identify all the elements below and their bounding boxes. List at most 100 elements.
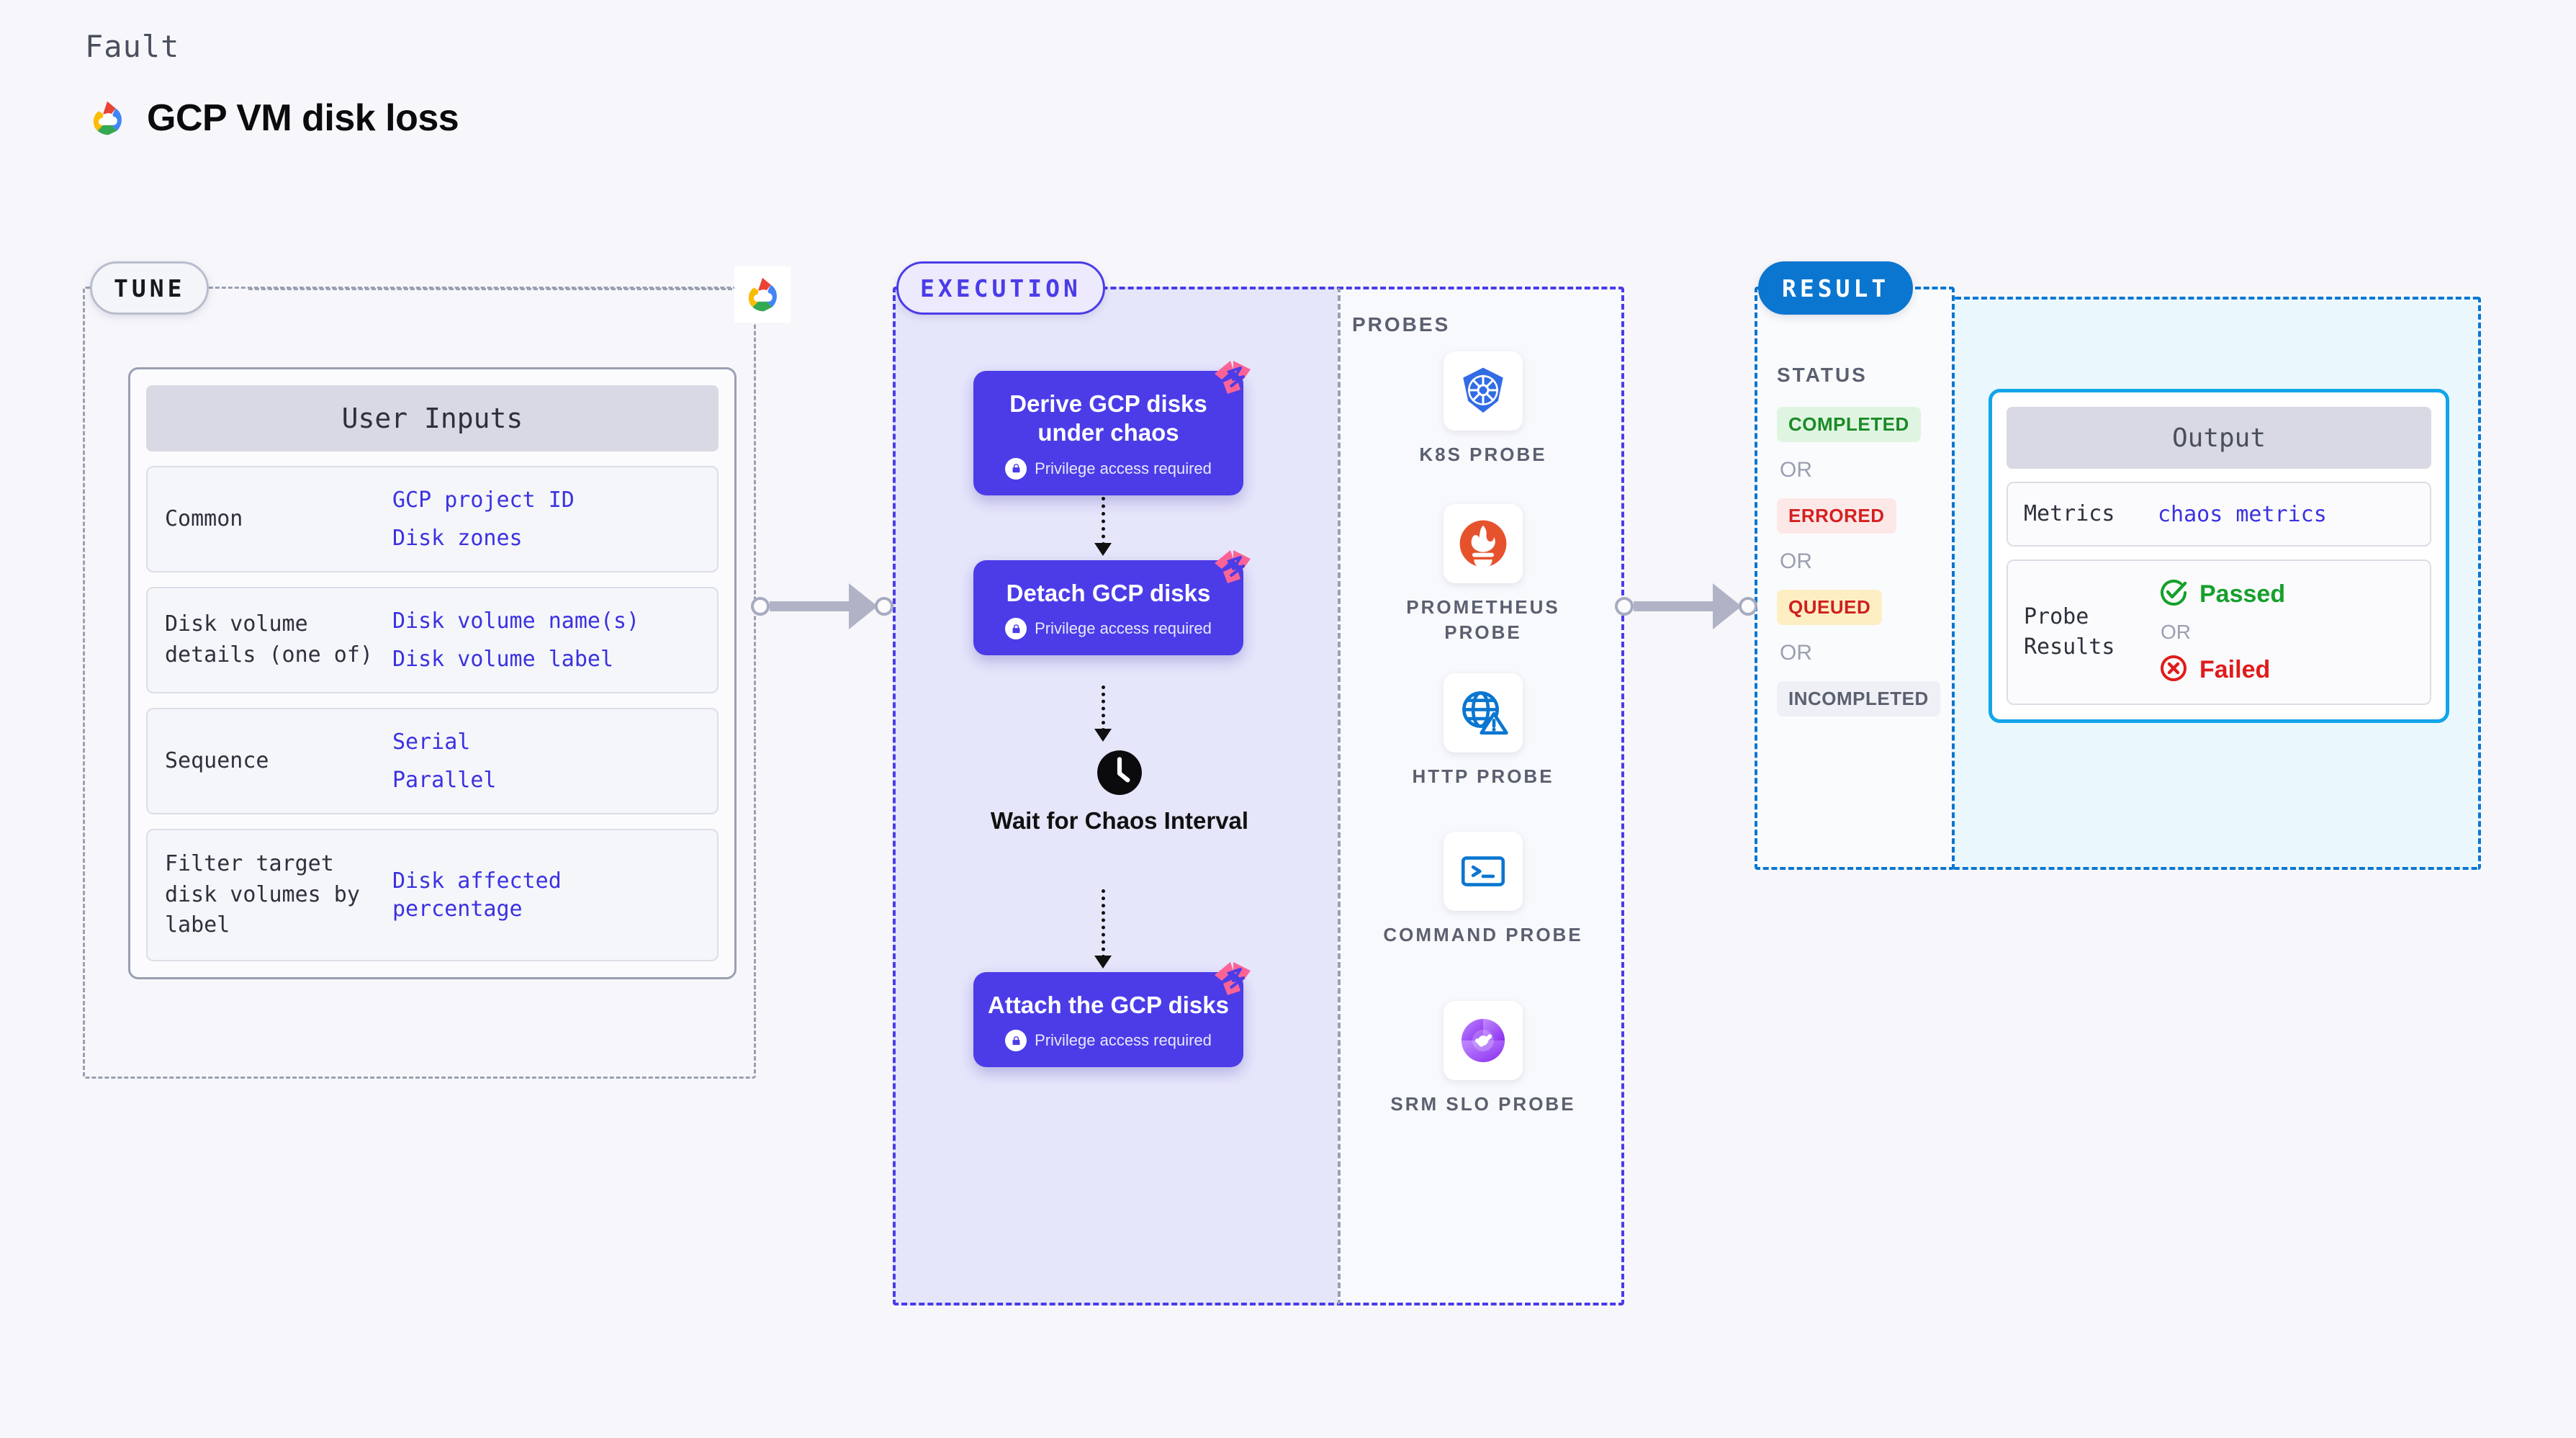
wait-for-chaos-interval-node: Wait for Chaos Interval — [986, 749, 1253, 835]
output-row-label: Probe Results — [2024, 604, 2115, 660]
probe-label: SRM SLO PROBE — [1390, 1093, 1576, 1115]
probe-result-failed: Failed — [2158, 652, 2285, 688]
execution-step-card[interactable]: Attach the GCP disks Privilege access re… — [973, 962, 1251, 1068]
input-row-label: Sequence — [165, 747, 269, 773]
tune-panel — [83, 287, 756, 1079]
privilege-label: Privilege access required — [1035, 459, 1212, 477]
input-value[interactable]: Disk volume label — [392, 647, 614, 672]
probes-title: PROBES — [1352, 313, 1451, 336]
page-header: Fault GCP VM disk loss — [85, 29, 459, 140]
privilege-label: Privilege access required — [1035, 619, 1212, 638]
probe-item-command[interactable]: COMMAND PROBE — [1375, 832, 1591, 948]
tune-dashed-connector — [248, 288, 745, 290]
execution-step-card[interactable]: Detach GCP disks Privilege access requir… — [973, 550, 1251, 656]
litmus-chaos-icon — [1212, 358, 1253, 400]
execution-flow-arrow — [1094, 497, 1112, 556]
input-row-label: Filter target disk volumes by label — [165, 851, 360, 938]
connector-end-dot — [1739, 597, 1757, 616]
check-circle-icon — [2158, 577, 2189, 612]
kubernetes-icon — [1444, 351, 1523, 431]
probe-label: HTTP PROBE — [1412, 765, 1554, 787]
prometheus-icon — [1444, 504, 1523, 583]
input-value[interactable]: Parallel — [392, 768, 497, 793]
output-card: Output Metrics chaos metrics Probe Resul… — [1989, 389, 2449, 723]
status-badge-completed: COMPLETED — [1777, 407, 1921, 442]
metrics-link[interactable]: chaos metrics — [2158, 501, 2327, 527]
input-value[interactable]: Disk affected percentage — [392, 868, 562, 922]
input-value[interactable]: Disk volume name(s) — [392, 608, 640, 634]
status-or-label: OR — [1780, 641, 1812, 665]
privilege-label: Privilege access required — [1035, 1031, 1212, 1050]
input-row-common[interactable]: Common GCP project ID Disk zones — [146, 466, 719, 572]
connector-line — [770, 601, 850, 611]
execution-step-title: Derive GCP disks under chaos — [1009, 390, 1207, 446]
page-eyebrow: Fault — [85, 29, 180, 64]
gcp-cloud-icon — [734, 266, 791, 323]
http-globe-icon — [1444, 673, 1523, 752]
execution-step-title: Attach the GCP disks — [988, 992, 1229, 1018]
x-circle-icon — [2158, 652, 2189, 688]
connector-start-dot — [1615, 597, 1634, 616]
probe-item-k8s[interactable]: K8S PROBE — [1375, 351, 1591, 467]
clock-icon — [1096, 749, 1143, 796]
input-row-values: GCP project ID Disk zones — [392, 486, 575, 552]
privilege-badge: Privilege access required — [1005, 457, 1212, 480]
input-value[interactable]: Disk zones — [392, 526, 523, 551]
status-list: COMPLETED OR ERRORED OR QUEUED OR INCOMP… — [1777, 407, 1942, 716]
privilege-badge: Privilege access required — [1005, 618, 1212, 640]
probe-label: PROMETHEUS PROBE — [1406, 596, 1560, 644]
privilege-badge: Privilege access required — [1005, 1030, 1212, 1052]
connector-execution-to-result — [1615, 583, 1757, 629]
connector-start-dot — [751, 597, 770, 616]
user-inputs-title: User Inputs — [146, 385, 719, 451]
probe-result-passed: Passed — [2158, 577, 2285, 612]
status-title: STATUS — [1777, 364, 1868, 386]
probe-item-srm-slo[interactable]: SRM SLO PROBE — [1375, 1001, 1591, 1117]
probe-item-prometheus[interactable]: PROMETHEUS PROBE — [1375, 504, 1591, 645]
status-badge-errored: ERRORED — [1777, 498, 1896, 534]
probes-panel — [1338, 287, 1624, 1306]
terminal-icon — [1444, 832, 1523, 911]
status-or-label: OR — [1780, 549, 1812, 573]
input-row-values: Serial Parallel — [392, 728, 497, 794]
input-row-sequence[interactable]: Sequence Serial Parallel — [146, 708, 719, 814]
connector-tune-to-execution — [751, 583, 893, 629]
input-row-values: Disk volume name(s) Disk volume label — [392, 607, 639, 673]
failed-label: Failed — [2199, 656, 2271, 683]
probe-label: K8S PROBE — [1419, 444, 1547, 465]
probe-result-or: OR — [2161, 621, 2191, 643]
result-status-panel — [1755, 287, 1955, 870]
user-inputs-card: User Inputs Common GCP project ID Disk z… — [128, 367, 737, 979]
lock-icon — [1005, 457, 1027, 480]
output-row-metrics[interactable]: Metrics chaos metrics — [2007, 482, 2431, 547]
connector-arrowhead — [849, 583, 878, 629]
litmus-chaos-icon — [1212, 547, 1253, 589]
probe-label: COMMAND PROBE — [1383, 924, 1583, 945]
input-row-label: Disk volume details (one of) — [165, 611, 373, 668]
srm-slo-icon — [1444, 1001, 1523, 1080]
input-value[interactable]: GCP project ID — [392, 487, 575, 513]
input-row-disk-volume-details[interactable]: Disk volume details (one of) Disk volume… — [146, 587, 719, 693]
execution-step-title: Detach GCP disks — [1006, 580, 1211, 606]
execution-flow-arrow — [1094, 686, 1112, 742]
lock-icon — [1005, 618, 1027, 640]
execution-stage-pill[interactable]: EXECUTION — [896, 261, 1105, 315]
connector-end-dot — [875, 597, 893, 616]
probe-item-http[interactable]: HTTP PROBE — [1375, 673, 1591, 789]
tune-stage-pill[interactable]: TUNE — [90, 261, 210, 315]
input-row-label: Common — [165, 505, 243, 531]
output-title: Output — [2007, 407, 2431, 469]
result-stage-pill[interactable]: RESULT — [1758, 261, 1914, 315]
connector-arrowhead — [1713, 583, 1742, 629]
input-value[interactable]: Serial — [392, 729, 471, 755]
input-row-filter-target[interactable]: Filter target disk volumes by label Disk… — [146, 829, 719, 961]
litmus-chaos-icon — [1212, 959, 1253, 1001]
execution-step-card[interactable]: Derive GCP disks under chaos Privilege a… — [973, 361, 1251, 495]
probe-results-values: Passed OR Failed — [2158, 577, 2285, 688]
status-badge-queued: QUEUED — [1777, 590, 1883, 625]
input-row-values: Disk affected percentage — [392, 867, 700, 923]
output-row-probe-results: Probe Results Passed OR — [2007, 560, 2431, 705]
lock-icon — [1005, 1030, 1027, 1052]
connector-line — [1634, 601, 1714, 611]
page-title: GCP VM disk loss — [147, 97, 459, 139]
